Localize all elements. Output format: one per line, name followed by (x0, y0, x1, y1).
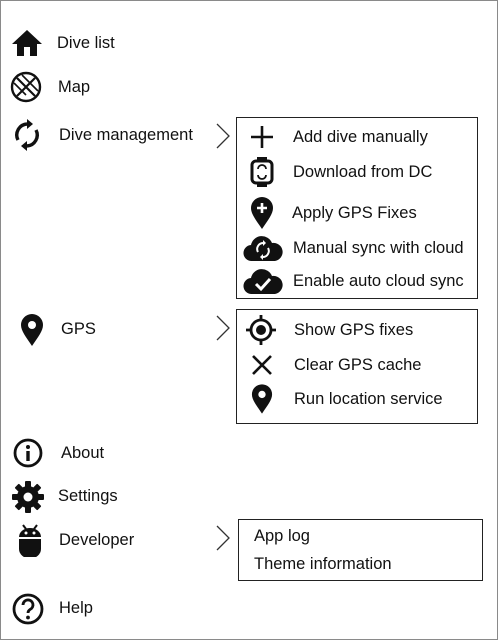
cloud-check-icon (243, 269, 283, 295)
gear-icon (12, 481, 44, 513)
menu-item-dive-management[interactable]: Dive management (10, 119, 220, 151)
menu-item-settings[interactable]: Settings (10, 480, 210, 513)
android-icon (19, 524, 41, 557)
menu-item-label: Map (58, 77, 91, 96)
submenu-item-run-location-service[interactable]: Run location service (237, 383, 477, 415)
info-icon (13, 438, 43, 468)
developer-submenu: App log Theme information (238, 519, 483, 581)
submenu-item-label: Show GPS fixes (294, 320, 414, 339)
submenu-item-add-dive[interactable]: Add dive manually (237, 121, 477, 153)
home-icon (12, 30, 42, 56)
menu-item-label: Help (59, 598, 93, 617)
submenu-item-label: Theme information (254, 554, 392, 573)
menu-item-developer[interactable]: Developer (10, 524, 220, 557)
menu-item-about[interactable]: About (10, 437, 210, 469)
crosshair-icon (246, 315, 276, 345)
location-pin-icon (21, 314, 43, 346)
menu-item-help[interactable]: Help (10, 592, 210, 625)
submenu-item-label: Manual sync with cloud (293, 238, 464, 257)
submenu-item-apply-gps[interactable]: Apply GPS Fixes (237, 197, 477, 229)
dive-computer-icon (250, 157, 274, 187)
menu-item-gps[interactable]: GPS (10, 313, 210, 346)
submenu-item-download-dc[interactable]: Download from DC (237, 156, 477, 188)
submenu-item-label: Clear GPS cache (294, 355, 422, 374)
submenu-item-app-log[interactable]: App log (239, 520, 482, 552)
cloud-sync-icon (243, 236, 283, 262)
menu-item-label: Dive list (57, 33, 115, 52)
menu-item-label: Developer (59, 530, 135, 549)
help-icon (12, 593, 44, 625)
submenu-item-label: Download from DC (293, 162, 433, 181)
submenu-item-auto-sync[interactable]: Enable auto cloud sync (237, 265, 477, 297)
chevron-right-icon (216, 123, 230, 149)
menu-item-map[interactable]: Map (10, 71, 210, 103)
menu-item-label: GPS (61, 319, 96, 338)
submenu-item-label: Enable auto cloud sync (293, 271, 464, 290)
submenu-item-clear-gps-cache[interactable]: Clear GPS cache (237, 349, 477, 381)
chevron-right-icon (216, 315, 230, 341)
globe-icon (10, 71, 42, 103)
submenu-item-label: Add dive manually (293, 127, 428, 146)
chevron-right-icon (216, 525, 230, 551)
menu-item-dive-list[interactable]: Dive list (10, 27, 210, 59)
submenu-item-label: App log (254, 526, 310, 545)
menu-item-label: Settings (58, 486, 118, 505)
menu-item-label: About (61, 443, 105, 462)
menu-item-label: Dive management (59, 125, 193, 144)
sync-icon (15, 119, 39, 151)
dive-management-submenu: Add dive manually Download from DC Apply… (236, 117, 478, 299)
submenu-item-label: Apply GPS Fixes (292, 203, 417, 222)
close-icon (252, 355, 272, 375)
location-pin-icon (251, 384, 273, 414)
submenu-item-manual-sync[interactable]: Manual sync with cloud (237, 232, 477, 264)
submenu-item-theme-information[interactable]: Theme information (239, 548, 482, 580)
pin-plus-icon (251, 197, 273, 229)
submenu-item-label: Run location service (294, 389, 443, 408)
plus-icon (251, 126, 273, 148)
submenu-item-show-gps-fixes[interactable]: Show GPS fixes (237, 314, 477, 346)
gps-submenu: Show GPS fixes Clear GPS cache Run locat… (236, 309, 478, 424)
